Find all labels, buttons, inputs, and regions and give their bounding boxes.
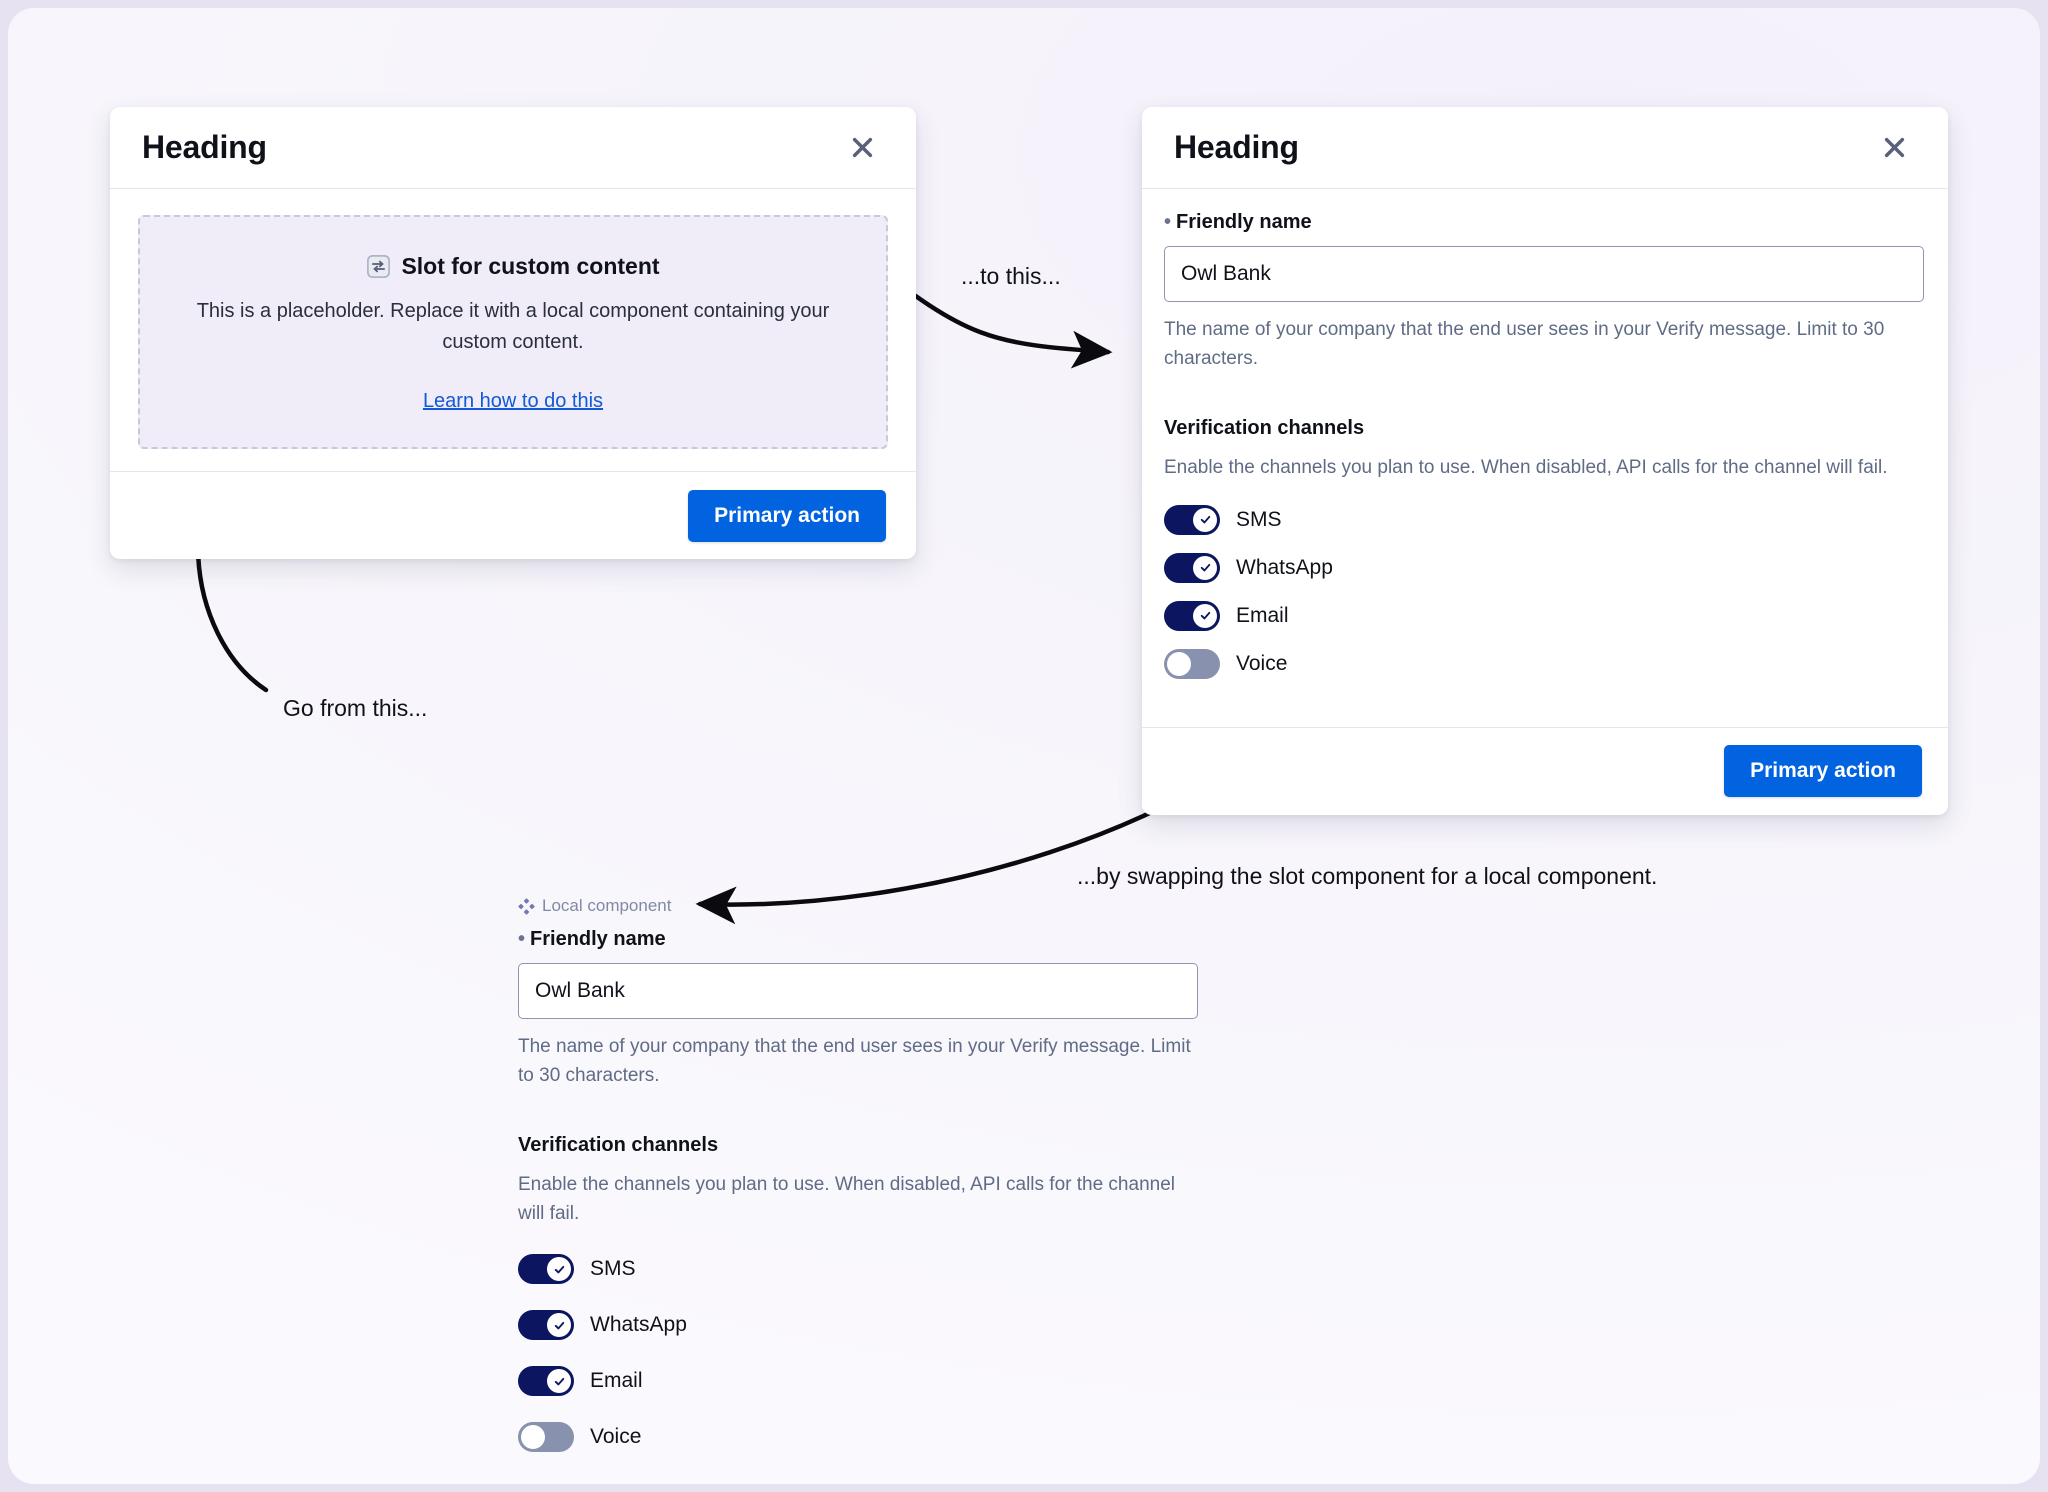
toggle-voice[interactable] xyxy=(1164,648,1220,679)
annotation-to-this: ...to this... xyxy=(961,263,1061,289)
toggle-row-voice: Voice xyxy=(1164,648,1924,679)
close-icon-glyph xyxy=(1884,137,1904,158)
local-component-preview: Local component • Friendly name The name… xyxy=(518,896,1198,1452)
verification-channels-list: SMS WhatsApp xyxy=(1164,504,1924,701)
close-icon[interactable] xyxy=(838,124,886,172)
toggle-label-sms: SMS xyxy=(1236,507,1282,531)
toggle-label-whatsapp: WhatsApp xyxy=(1236,555,1333,579)
close-icon-glyph xyxy=(852,137,872,158)
primary-action-button-right[interactable]: Primary action xyxy=(1724,745,1922,797)
slot-title-row: Slot for custom content xyxy=(174,253,852,280)
toggle-email[interactable] xyxy=(1164,600,1220,631)
dialog-local-component-version: Heading • Friendly name The name of your… xyxy=(1142,107,1948,815)
lc-friendly-name-label: Friendly name xyxy=(530,928,666,950)
local-component-tag-label: Local component xyxy=(542,896,672,915)
lc-toggle-whatsapp[interactable] xyxy=(518,1310,574,1340)
toggle-row-email: Email xyxy=(1164,600,1924,631)
toggle-knob xyxy=(521,1425,545,1449)
verification-channels-title: Verification channels xyxy=(1164,417,1365,439)
check-icon xyxy=(1200,611,1210,620)
check-icon xyxy=(554,1321,564,1329)
slot-title: Slot for custom content xyxy=(401,253,660,279)
dialog-slot-version: Heading xyxy=(110,107,916,559)
toggle-knob xyxy=(547,1257,571,1281)
check-icon xyxy=(554,1265,564,1273)
lc-toggle-label-sms: SMS xyxy=(590,1257,636,1280)
toggle-row-sms: SMS xyxy=(1164,504,1924,535)
toggle-whatsapp[interactable] xyxy=(1164,552,1220,583)
close-icon[interactable] xyxy=(1870,124,1918,172)
lc-verification-channels-title: Verification channels xyxy=(518,1134,719,1156)
toggle-knob xyxy=(1193,603,1217,628)
swap-component-icon xyxy=(367,255,391,278)
toggle-row-whatsapp: WhatsApp xyxy=(1164,552,1924,583)
lc-friendly-name-help: The name of your company that the end us… xyxy=(518,1036,1191,1086)
friendly-name-input[interactable] xyxy=(1164,246,1924,302)
toggle-knob xyxy=(547,1369,571,1393)
lc-toggle-email[interactable] xyxy=(518,1366,574,1396)
verification-channels-help: Enable the channels you plan to use. Whe… xyxy=(1164,457,1888,478)
learn-how-link[interactable]: Learn how to do this xyxy=(422,390,604,412)
required-marker: • xyxy=(1164,211,1172,233)
local-component-tag: Local component xyxy=(518,896,1198,916)
lc-toggle-row-voice: Voice xyxy=(518,1422,1198,1452)
check-icon xyxy=(554,1377,564,1385)
lc-toggle-label-email: Email xyxy=(590,1369,643,1392)
dialog-left-header: Heading xyxy=(110,107,916,189)
lc-toggle-label-whatsapp: WhatsApp xyxy=(590,1313,687,1336)
friendly-name-label-row: • Friendly name xyxy=(1164,211,1924,234)
lc-toggle-row-whatsapp: WhatsApp xyxy=(518,1310,1198,1340)
slot-placeholder[interactable]: Slot for custom content This is a placeh… xyxy=(138,215,888,449)
toggle-knob xyxy=(1167,651,1191,676)
canvas: Heading xyxy=(8,8,2040,1484)
toggle-label-email: Email xyxy=(1236,603,1289,627)
toggle-label-voice: Voice xyxy=(1236,651,1288,675)
lc-toggle-row-email: Email xyxy=(518,1366,1198,1396)
lc-toggle-voice[interactable] xyxy=(518,1422,574,1452)
annotation-go-from-this: Go from this... xyxy=(283,695,428,721)
check-icon xyxy=(1200,563,1210,572)
dialog-right-header: Heading xyxy=(1142,107,1948,189)
check-icon xyxy=(1200,515,1210,524)
required-marker: • xyxy=(518,928,526,950)
primary-action-button-left[interactable]: Primary action xyxy=(688,489,886,542)
annotation-by-swapping: ...by swapping the slot component for a … xyxy=(1077,863,1658,889)
lc-verification-channels-list: SMS WhatsApp xyxy=(518,1254,1198,1452)
slot-description: This is a placeholder. Replace it with a… xyxy=(196,300,830,353)
lc-friendly-name-input[interactable] xyxy=(518,963,1198,1019)
dialog-right-body: • Friendly name The name of your company… xyxy=(1142,189,1948,727)
friendly-name-help: The name of your company that the end us… xyxy=(1164,319,1885,369)
dialog-right-title: Heading xyxy=(1174,129,1299,165)
lc-toggle-row-sms: SMS xyxy=(518,1254,1198,1284)
lc-toggle-sms[interactable] xyxy=(518,1254,574,1284)
toggle-sms[interactable] xyxy=(1164,504,1220,535)
lc-verification-channels-help: Enable the channels you plan to use. Whe… xyxy=(518,1174,1175,1224)
toggle-knob xyxy=(1193,555,1217,580)
dialog-right-footer: Primary action xyxy=(1142,726,1948,815)
toggle-knob xyxy=(1193,507,1217,532)
dialog-left-body: Slot for custom content This is a placeh… xyxy=(110,189,916,471)
lc-friendly-name-label-row: • Friendly name xyxy=(518,928,1198,951)
lc-toggle-label-voice: Voice xyxy=(590,1425,642,1448)
dialog-left-footer: Primary action xyxy=(110,471,916,559)
friendly-name-label: Friendly name xyxy=(1176,211,1312,233)
component-diamond-icon xyxy=(518,897,535,915)
dialog-left-title: Heading xyxy=(142,129,267,165)
toggle-knob xyxy=(547,1313,571,1337)
